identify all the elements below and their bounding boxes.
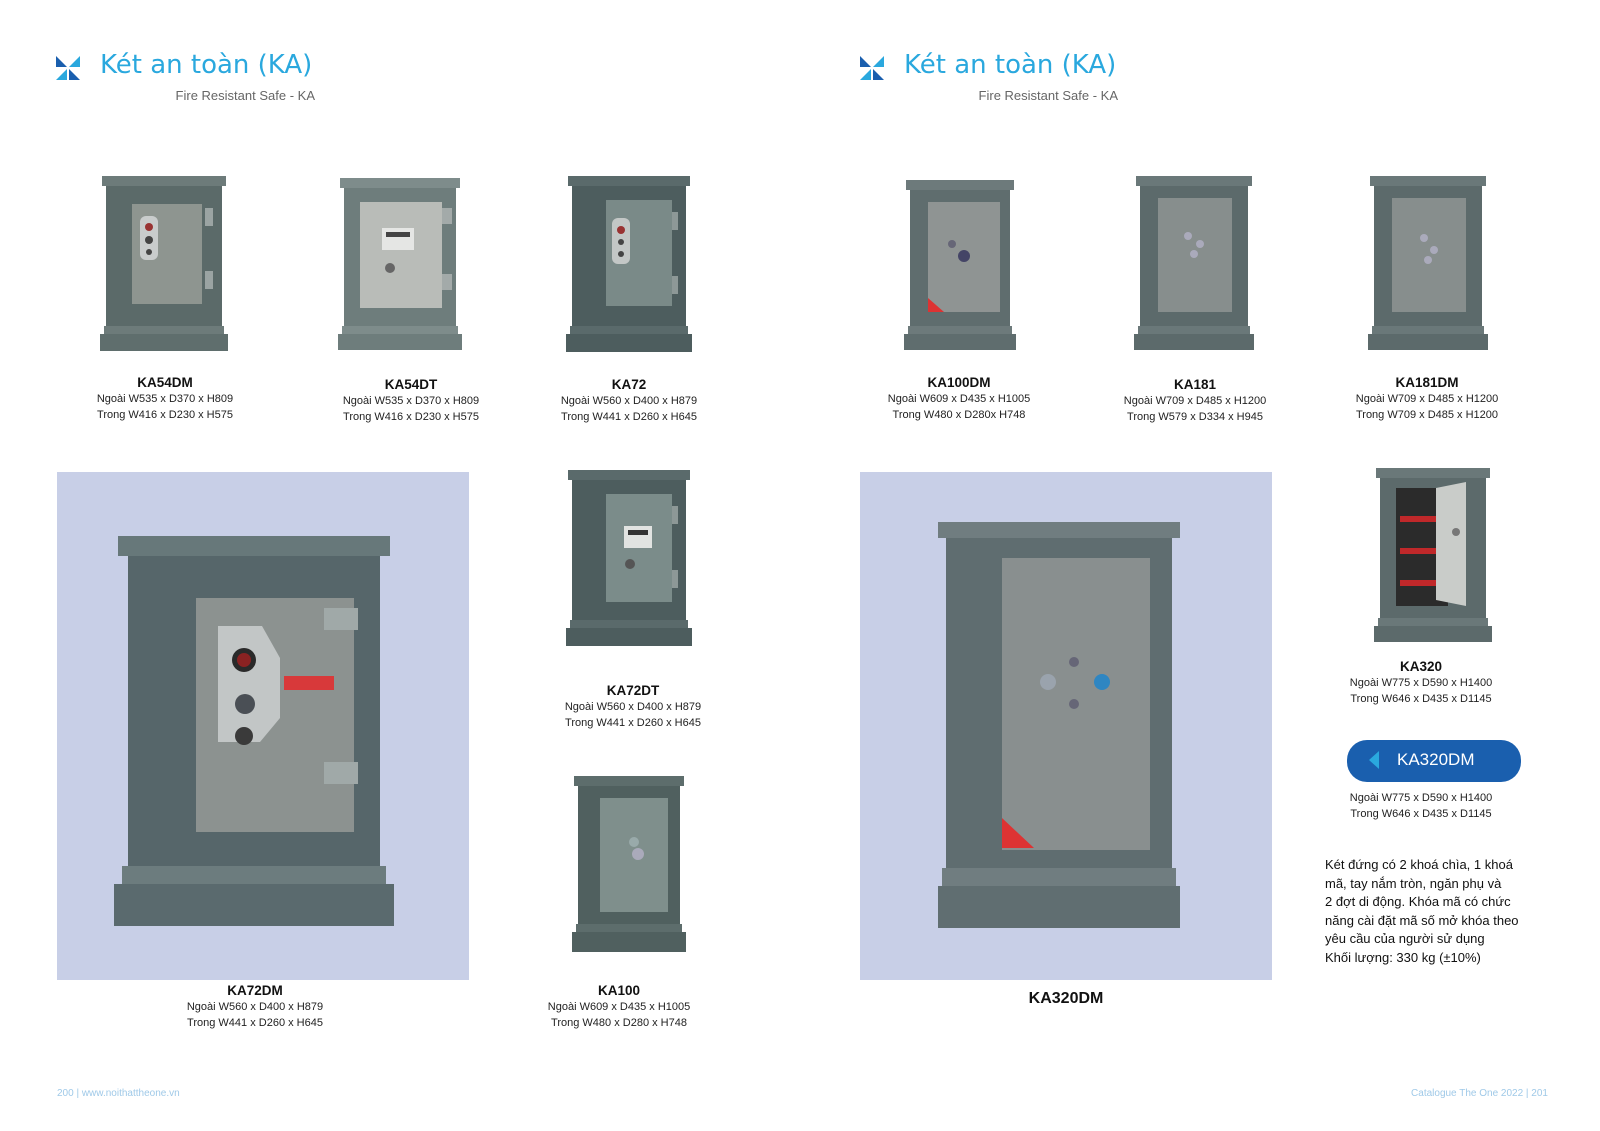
product-caption-ka320dm: Ngoài W775 x D590 x H1400 Trong W646 x D… xyxy=(1326,790,1516,822)
safe-image-ka181 xyxy=(1134,176,1254,350)
outer-dimensions: Ngoài W560 x D400 x H879 xyxy=(564,701,702,713)
description-line: năng cài đặt mã số mở khóa theo xyxy=(1325,912,1519,928)
safe-image-ka54dt xyxy=(338,178,462,350)
inner-dimensions: Trong W579 x D334 x H945 xyxy=(1127,411,1263,423)
pinwheel-icon xyxy=(56,56,80,80)
outer-dimensions: Ngoài W709 x D485 x H1200 xyxy=(1355,393,1499,405)
product-caption-ka181: KA181 Ngoài W709 x D485 x H1200 Trong W5… xyxy=(1100,376,1290,425)
outer-dimensions: Ngoài W535 x D370 x H809 xyxy=(96,393,234,405)
safe-image-ka100dm xyxy=(904,180,1016,350)
product-name: KA54DM xyxy=(137,375,193,390)
product-name: KA72DM xyxy=(227,983,283,998)
inner-dimensions: Trong W709 x D485 x H1200 xyxy=(1355,409,1499,421)
outer-dimensions: Ngoài W775 x D590 x H1400 xyxy=(1349,677,1493,689)
product-caption-ka100: KA100 Ngoài W609 x D435 x H1005 Trong W4… xyxy=(524,982,714,1031)
product-name: KA181 xyxy=(1173,377,1217,392)
description-line: yêu cầu của người sử dụng xyxy=(1325,931,1485,946)
inner-dimensions: Trong W480 x D280 x H748 xyxy=(551,1017,687,1029)
safe-image-ka320 xyxy=(1374,468,1492,642)
arrow-left-icon xyxy=(1369,751,1379,769)
product-caption-ka100dm: KA100DM Ngoài W609 x D435 x H1005 Trong … xyxy=(864,374,1054,423)
inner-dimensions: Trong W480 x D280x H748 xyxy=(892,409,1026,421)
product-description: Két đứng có 2 khoá chìa, 1 khoá mã, tay … xyxy=(1325,856,1555,967)
safe-image-ka54dm xyxy=(100,176,228,351)
page-footer-right: Catalogue The One 2022 | 201 xyxy=(1411,1088,1548,1099)
inner-dimensions: Trong W416 x D230 x H575 xyxy=(97,409,233,421)
inner-dimensions: Trong W441 x D260 x H645 xyxy=(561,411,697,423)
outer-dimensions: Ngoài W775 x D590 x H1400 xyxy=(1349,792,1493,804)
product-name: KA54DT xyxy=(384,377,438,392)
inner-dimensions: Trong W646 x D435 x D1145 xyxy=(1350,808,1492,820)
page-footer-left: 200 | www.noithattheone.vn xyxy=(57,1088,180,1099)
product-name: KA100 xyxy=(597,983,641,998)
product-caption-ka72dm: KA72DM Ngoài W560 x D400 x H879 Trong W4… xyxy=(160,982,350,1031)
badge-label: KA320DM xyxy=(1397,750,1475,769)
description-line: Két đứng có 2 khoá chìa, 1 khoá xyxy=(1325,857,1513,872)
inner-dimensions: Trong W441 x D260 x H645 xyxy=(565,717,701,729)
product-name: KA100DM xyxy=(927,375,991,390)
inner-dimensions: Trong W441 x D260 x H645 xyxy=(187,1017,323,1029)
pinwheel-icon xyxy=(860,56,884,80)
inner-dimensions: Trong W646 x D435 x D1145 xyxy=(1350,693,1492,705)
outer-dimensions: Ngoài W560 x D400 x H879 xyxy=(186,1001,324,1013)
page-title-right: Két an toàn (KA) xyxy=(904,50,1117,80)
product-name: KA181DM xyxy=(1395,375,1459,390)
safe-image-ka320dm xyxy=(938,522,1180,928)
featured-product-badge: KA320DM xyxy=(1347,740,1521,782)
description-line: 2 đợt di động. Khóa mã có chức xyxy=(1325,894,1511,909)
description-line: Khối lượng: 330 kg (±10%) xyxy=(1325,949,1481,965)
outer-dimensions: Ngoài W609 x D435 x H1005 xyxy=(887,393,1031,405)
page-subtitle-right: Fire Resistant Safe - KA xyxy=(978,88,1118,103)
safe-image-ka72 xyxy=(566,176,692,352)
safe-image-ka72dt xyxy=(566,470,692,646)
outer-dimensions: Ngoài W609 x D435 x H1005 xyxy=(547,1001,691,1013)
inner-dimensions: Trong W416 x D230 x H575 xyxy=(343,411,479,423)
product-name: KA320 xyxy=(1399,659,1443,674)
featured-caption: KA320DM xyxy=(966,990,1166,1007)
page-title-left: Két an toàn (KA) xyxy=(100,50,313,80)
product-caption-ka72: KA72 Ngoài W560 x D400 x H879 Trong W441… xyxy=(534,376,724,425)
product-caption-ka54dt: KA54DT Ngoài W535 x D370 x H809 Trong W4… xyxy=(316,376,506,425)
product-caption-ka72dt: KA72DT Ngoài W560 x D400 x H879 Trong W4… xyxy=(538,682,728,731)
outer-dimensions: Ngoài W709 x D485 x H1200 xyxy=(1123,395,1267,407)
outer-dimensions: Ngoài W535 x D370 x H809 xyxy=(342,395,480,407)
product-name: KA72DT xyxy=(606,683,660,698)
product-caption-ka181dm: KA181DM Ngoài W709 x D485 x H1200 Trong … xyxy=(1332,374,1522,423)
featured-caption-label: KA320DM xyxy=(1028,990,1104,1007)
product-caption-ka54dm: KA54DM Ngoài W535 x D370 x H809 Trong W4… xyxy=(70,374,260,423)
safe-image-ka72dm xyxy=(114,536,394,926)
outer-dimensions: Ngoài W560 x D400 x H879 xyxy=(560,395,698,407)
product-caption-ka320: KA320 Ngoài W775 x D590 x H1400 Trong W6… xyxy=(1326,658,1516,707)
product-name: KA72 xyxy=(611,377,647,392)
page-subtitle-left: Fire Resistant Safe - KA xyxy=(175,88,315,103)
description-line: mã, tay nắm tròn, ngăn phụ và xyxy=(1325,875,1502,891)
safe-image-ka100 xyxy=(572,776,686,952)
safe-image-ka181dm xyxy=(1368,176,1488,350)
